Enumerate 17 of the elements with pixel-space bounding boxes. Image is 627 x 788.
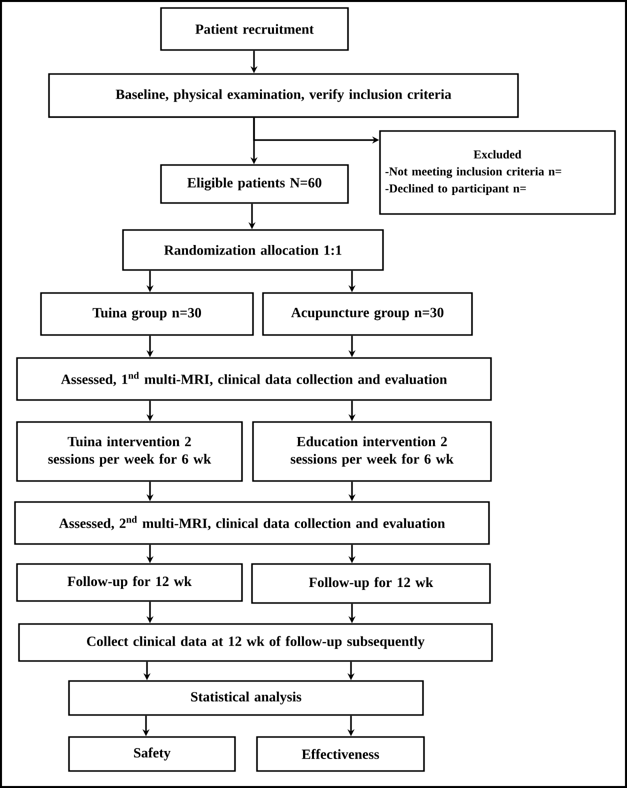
process-box: Acupuncture group n=30 bbox=[262, 292, 473, 336]
process-box: Eligible patients N=60 bbox=[160, 164, 349, 204]
process-box: Baseline, physical examination, verify inclusion criteria bbox=[48, 73, 519, 118]
process-box: Tuina group n=30 bbox=[40, 292, 254, 336]
process-box: Follow-up for 12 wk bbox=[251, 563, 491, 604]
process-box: Safety bbox=[68, 736, 236, 772]
process-box: Collect clinical data at 12 wk of follow-up subsequently bbox=[18, 623, 493, 662]
process-box: Randomization allocation 1:1 bbox=[122, 229, 384, 271]
process-box: Effectiveness bbox=[256, 736, 425, 772]
process-box: Follow-up for 12 wk bbox=[16, 563, 243, 602]
process-box: Tuina intervention 2 sessions per week for 6 wk bbox=[16, 421, 243, 482]
process-box: Statistical analysis bbox=[68, 680, 424, 716]
exclusion-box: Excluded -Not meeting inclusion criteria n= -Declined to participant n= bbox=[379, 130, 616, 215]
process-box: Assessed, 1$^{nd}$ multi-MRI, clinical data collection and evaluation bbox=[16, 357, 492, 401]
process-box: Assessed, 2$^{nd}$ multi-MRI, clinical data collection and evaluation bbox=[14, 501, 490, 545]
process-box: Patient recruitment bbox=[160, 7, 349, 51]
process-box: Education intervention 2 sessions per week for 6 wk bbox=[252, 421, 492, 482]
